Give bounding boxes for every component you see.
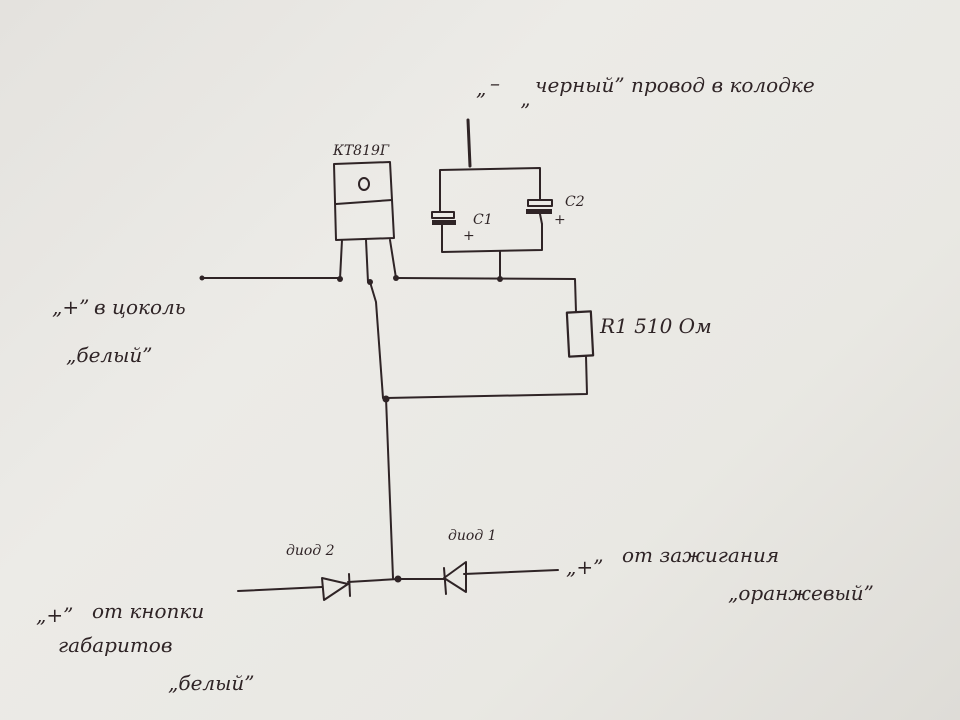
top-rail-wire [395,277,577,313]
diode2-bar [348,573,351,597]
wires [201,118,588,592]
button-wire: „белый” [168,671,255,695]
transistor-mount-hole-icon [358,177,370,191]
diode1-input-wire [463,569,559,575]
left-input-text: в цоколь [94,295,186,319]
ignition-note: „+” от зажигания „оранжевый” [566,543,874,605]
capacitor-c2: C2 + [526,194,585,228]
button-line2: габаритов [58,633,173,657]
ground-lead-wire [466,118,472,168]
c2-plate-top [527,199,553,207]
c1-polarity: + [463,228,475,244]
diode2-input-wire [237,586,323,592]
resistor-body [565,310,595,358]
c2-plate-bottom [526,209,552,214]
button-quote: „+” [36,603,73,627]
diode1: диод 1 [443,528,497,595]
transistor-leg-right [389,239,397,279]
junction-dot [382,395,390,403]
button-note: „+” от кнопки габаритов „белый” [36,599,255,695]
left-input-note: „+” в цоколь „белый” [52,295,186,367]
base-wire [369,281,384,399]
diode2-label: диод 2 [286,543,335,559]
transistor-body [333,161,395,241]
diode1-label: диод 1 [448,528,497,544]
central-wire [385,397,394,579]
ignition-wire: „оранжевый” [728,581,874,605]
c1-plate-top [431,211,455,219]
transistor: КТ819Г [332,143,397,283]
diode2: диод 2 [286,543,351,601]
ground-note-quote-open: „ [476,76,486,100]
junction-dot [394,575,402,583]
transistor-leg-middle [365,239,369,283]
ignition-quote: „+” [566,555,603,579]
ground-note: „ – черный” провод в колодке ” [476,71,815,123]
capacitor-bottom-bar [441,223,543,253]
left-input-quote-b: „+” [52,295,89,319]
button-line1: от кнопки [92,599,204,623]
c2-lead-bottom [539,213,543,225]
c2-polarity: + [554,212,566,228]
transistor-leg-left [339,239,343,280]
diode1-bar [443,567,447,595]
c2-label: C2 [565,194,585,210]
c1-label: C1 [473,212,493,228]
ground-note-text: черный” провод в колодке [535,73,815,97]
transistor-tab-line [335,199,393,205]
ground-note-sign: – [490,71,500,95]
capacitor-c1: C1 + [431,199,493,244]
ignition-text: от зажигания [622,543,779,567]
resistor-return-wire [385,355,588,399]
transistor-label: КТ819Г [332,143,390,159]
input-terminal-dot [199,275,205,281]
resistor-r1: R1 510 Ом [565,310,712,358]
resistor-label: R1 510 Ом [599,314,712,338]
junction-dot [497,276,503,282]
diode1-symbol-icon [443,561,467,593]
left-input-wire: „белый” [66,343,153,367]
capacitor-top-bar [439,167,541,201]
ground-note-extra-quote: ” [520,99,530,123]
diode2-symbol-icon [321,577,349,601]
c1-plate-bottom [432,220,456,225]
